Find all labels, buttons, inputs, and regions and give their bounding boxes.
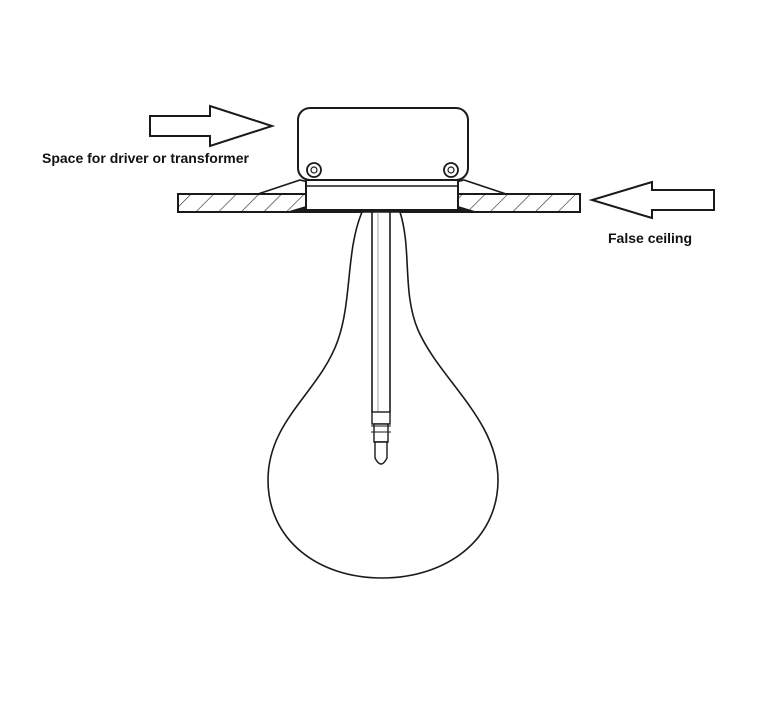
ceiling-canopy — [286, 179, 478, 212]
left-arrow-icon — [588, 180, 715, 220]
bulb-socket — [371, 411, 391, 443]
spring-clip-right — [455, 179, 507, 195]
right-arrow-icon — [149, 104, 276, 148]
driver-space-label: Space for driver or transformer — [42, 150, 249, 166]
bulb — [374, 441, 388, 465]
driver-box — [297, 107, 469, 181]
mounting-screw-right — [443, 162, 459, 178]
spring-clip-left — [257, 179, 309, 195]
glass-drop-shade — [267, 211, 499, 579]
false-ceiling-label: False ceiling — [608, 230, 693, 246]
mounting-screw-left — [306, 162, 322, 178]
lamp-stem — [371, 212, 391, 412]
